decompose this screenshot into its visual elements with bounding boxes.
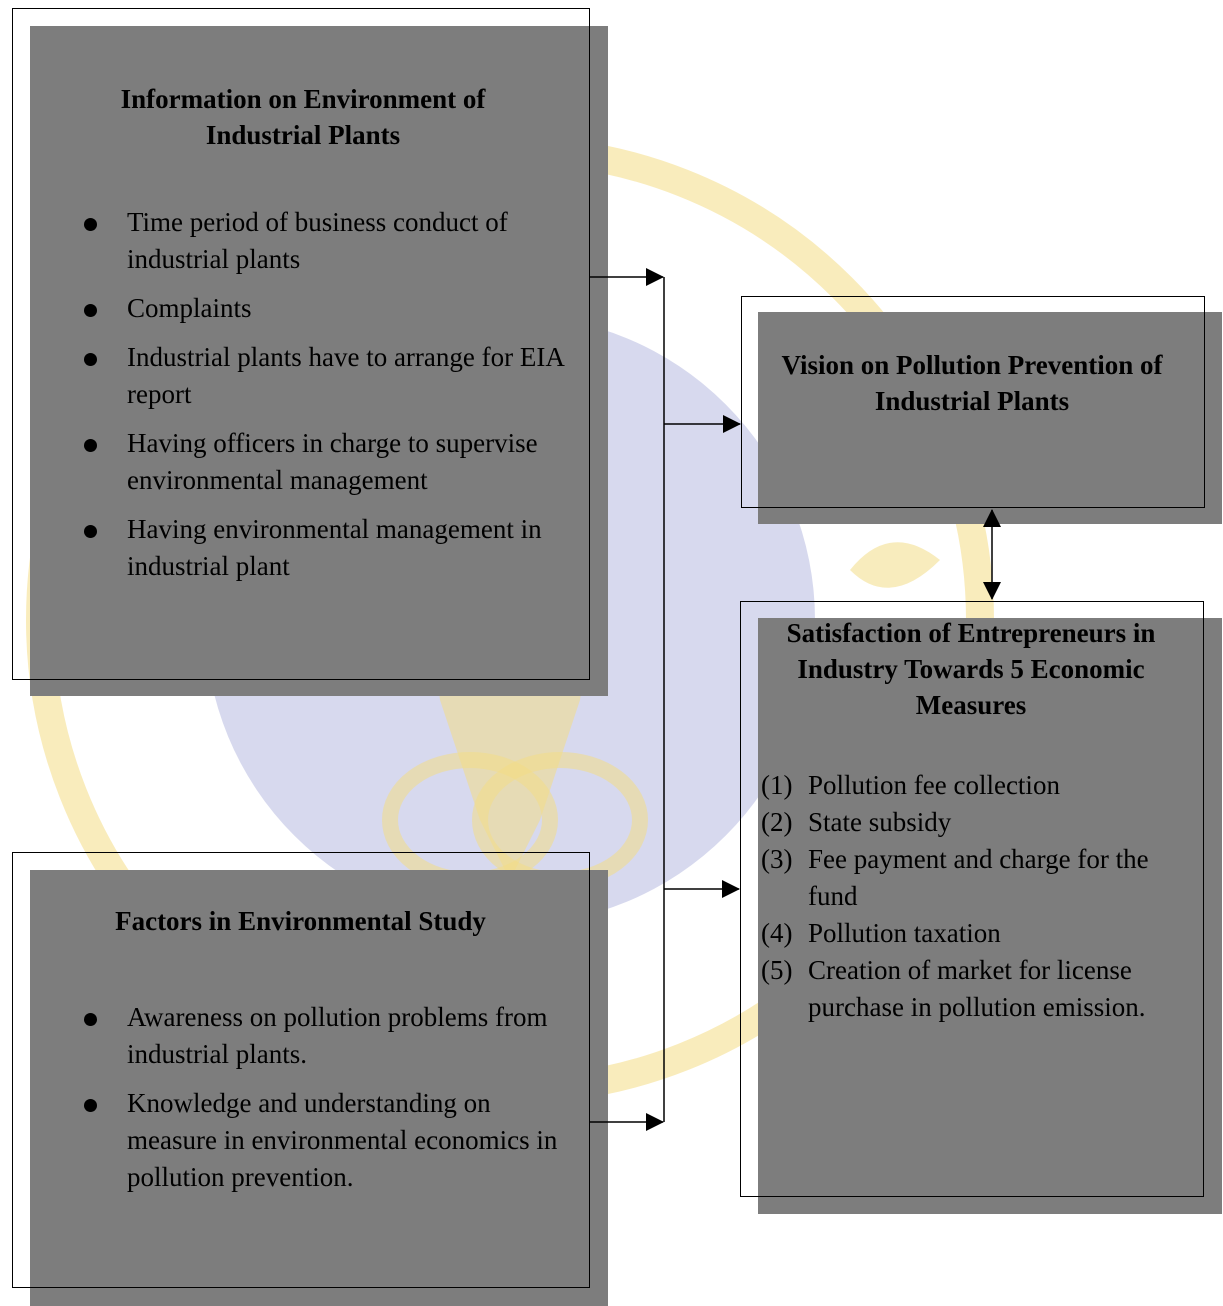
bullet-icon bbox=[84, 439, 97, 452]
list-item: Time period of business conduct of indus… bbox=[13, 204, 578, 278]
vision-box-title: Vision on Pollution Prevention of Indust… bbox=[781, 350, 1163, 416]
list-item: Knowledge and understanding on measure i… bbox=[13, 1085, 578, 1196]
info-bullet-list: Time period of business conduct of indus… bbox=[13, 204, 578, 597]
list-item: Complaints bbox=[13, 290, 578, 327]
bullet-icon bbox=[84, 525, 97, 538]
vision-box-shadow bbox=[758, 312, 1222, 524]
list-item: (1)Pollution fee collection bbox=[761, 770, 1060, 800]
list-item: Industrial plants have to arrange for EI… bbox=[13, 339, 578, 413]
bullet-icon bbox=[84, 218, 97, 231]
factors-bullet-list: Awareness on pollution problems from ind… bbox=[13, 999, 578, 1208]
measures-list: (1)Pollution fee collection (2)State sub… bbox=[741, 767, 1196, 1026]
list-item: Having environmental management in indus… bbox=[13, 511, 578, 585]
vision-box: Vision on Pollution Prevention of Indust… bbox=[741, 296, 1205, 508]
list-item: (5)Creation of market for license purcha… bbox=[761, 955, 1146, 1022]
list-item: Awareness on pollution problems from ind… bbox=[13, 999, 578, 1073]
list-item: (2)State subsidy bbox=[761, 807, 952, 837]
info-box-inner: Information on Environment of Industrial… bbox=[13, 9, 589, 679]
satisfaction-box: Satisfaction of Entrepreneurs in Industr… bbox=[740, 601, 1204, 1197]
list-item: Having officers in charge to supervise e… bbox=[13, 425, 578, 499]
bullet-icon bbox=[84, 304, 97, 317]
bullet-icon bbox=[84, 353, 97, 366]
list-item: (4)Pollution taxation bbox=[761, 918, 1001, 948]
bullet-icon bbox=[84, 1099, 97, 1112]
factors-box-shadow bbox=[30, 870, 608, 1306]
factors-box: Factors in Environmental Study Awareness… bbox=[12, 852, 590, 1288]
info-box-shadow bbox=[30, 26, 608, 696]
satisfaction-box-shadow bbox=[758, 618, 1222, 1214]
list-item: (3)Fee payment and charge for the fund bbox=[761, 844, 1149, 911]
bullet-icon bbox=[84, 1013, 97, 1026]
factors-box-title: Factors in Environmental Study bbox=[115, 906, 486, 936]
info-box-title: Information on Environment of Industrial… bbox=[120, 84, 486, 150]
satisfaction-box-title: Satisfaction of Entrepreneurs in Industr… bbox=[786, 618, 1156, 720]
info-box: Information on Environment of Industrial… bbox=[12, 8, 590, 680]
